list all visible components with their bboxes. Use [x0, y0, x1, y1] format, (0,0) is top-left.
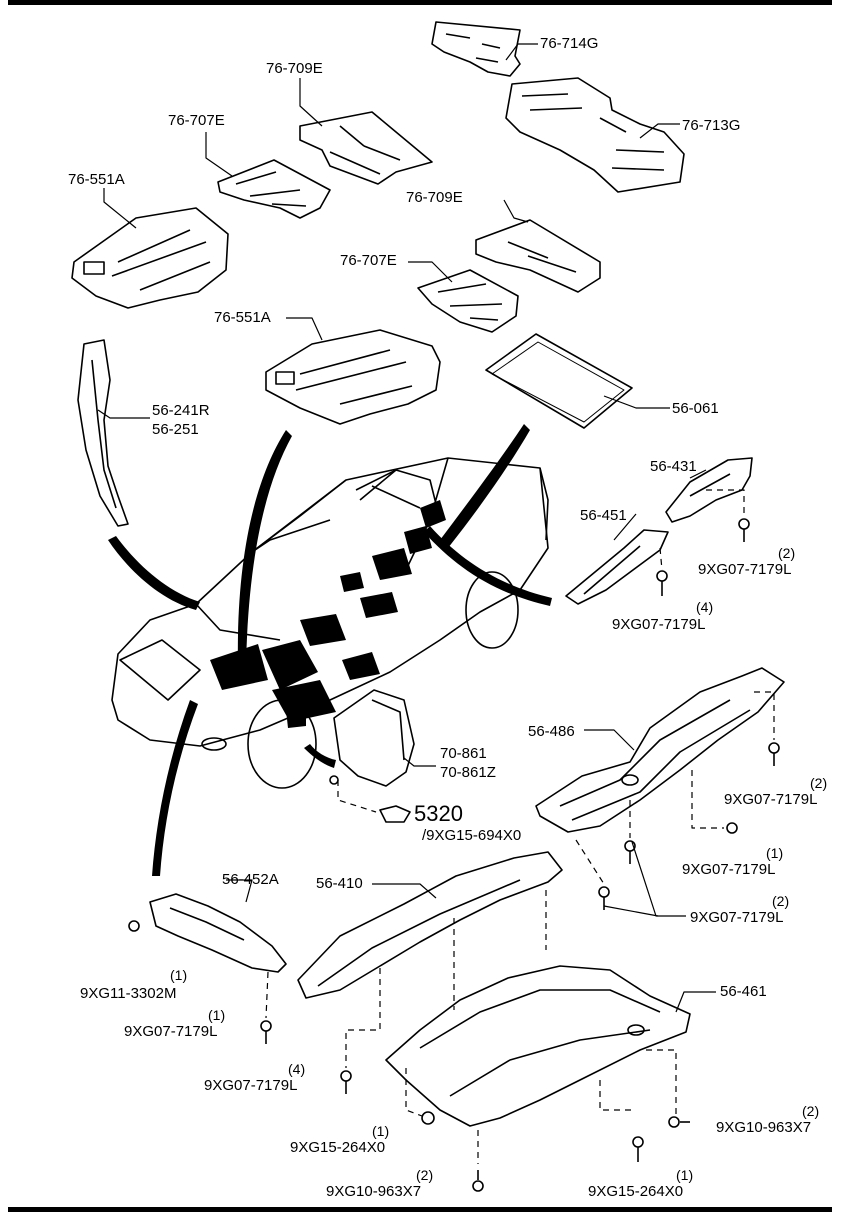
- label-56-461: 56-461: [720, 983, 767, 1000]
- label-9xg15-694x0: /9XG15-694X0: [422, 827, 522, 844]
- qty-6: (1): [170, 967, 188, 983]
- bracket-56-431: [665, 457, 753, 523]
- bracket-56-451: [565, 529, 669, 605]
- heat-shield-56-452a: [149, 893, 287, 973]
- qty-3: (2): [810, 775, 828, 791]
- label-5320: 5320: [414, 801, 463, 826]
- label-56-061: 56-061: [672, 400, 719, 417]
- label-56-452a: 56-452A: [222, 871, 279, 888]
- insulator-76-709e-lower: [475, 219, 601, 293]
- mat-56-061: [485, 333, 633, 429]
- qty-1: (2): [778, 545, 796, 561]
- label-76-714g: 76-714G: [540, 35, 599, 52]
- fastener-label-11: 9XG10-963X7: [716, 1119, 812, 1136]
- label-56-451: 56-451: [580, 507, 627, 524]
- fastener-label-8: 9XG07-7179L: [204, 1077, 298, 1094]
- fastener-label-4: 9XG07-7179L: [682, 861, 776, 878]
- under-cover-56-461: [385, 965, 691, 1127]
- leader-sweeps: [108, 424, 552, 876]
- insulator-76-714g: [431, 21, 521, 77]
- under-cover-56-486: [535, 667, 785, 833]
- insulator-76-707e-lower: [417, 269, 519, 333]
- insulator-76-551a-lower: [265, 329, 441, 425]
- fastener-label-10: 9XG10-963X7: [326, 1183, 422, 1200]
- floor-insulation-pads: [210, 500, 446, 728]
- label-76-551a-lower: 76-551A: [214, 309, 271, 326]
- fastener-label-3: 9XG07-7179L: [724, 791, 818, 808]
- fastener-label-5: 9XG07-7179L: [690, 909, 784, 926]
- qty-12: (1): [676, 1167, 694, 1183]
- fastener-label-6: 9XG11-3302M: [80, 985, 177, 1002]
- label-56-486: 56-486: [528, 723, 575, 740]
- qty-9: (1): [372, 1123, 390, 1139]
- label-76-551a-upper: 76-551A: [68, 171, 125, 188]
- label-56-431: 56-431: [650, 458, 697, 475]
- label-56-241r: 56-241R: [152, 402, 210, 419]
- fastener-label-12: 9XG15-264X0: [588, 1183, 684, 1200]
- insulator-76-551a-upper: [71, 207, 229, 309]
- under-cover-56-410: [297, 851, 563, 999]
- bottom-border-line: [8, 1207, 832, 1212]
- fastener-label-7: 9XG07-7179L: [124, 1023, 218, 1040]
- fastener-label-1: 9XG07-7179L: [698, 561, 792, 578]
- dashed-guide-lines: [265, 489, 775, 1164]
- qty-7: (1): [208, 1007, 226, 1023]
- fastener-label-9: 9XG15-264X0: [290, 1139, 386, 1156]
- insulator-76-709e-upper: [299, 111, 433, 185]
- qty-8: (4): [288, 1061, 306, 1077]
- insulator-76-707e-upper: [217, 159, 331, 219]
- label-76-709e-lower: 76-709E: [406, 189, 463, 206]
- qty-2: (4): [696, 599, 714, 615]
- label-70-861: 70-861: [440, 745, 487, 762]
- qty-5: (2): [772, 893, 790, 909]
- leader-lines: [97, 43, 716, 1013]
- label-76-707e-lower: 76-707E: [340, 252, 397, 269]
- fastener-label-2: 9XG07-7179L: [612, 616, 706, 633]
- trim-56-241r: [77, 339, 129, 527]
- label-56-410: 56-410: [316, 875, 363, 892]
- qty-4: (1): [766, 845, 784, 861]
- mud-flap-70-861: [333, 689, 415, 787]
- qty-10: (2): [416, 1167, 434, 1183]
- insulator-76-713g: [505, 77, 685, 193]
- label-56-251: 56-251: [152, 421, 199, 438]
- label-76-709e-upper: 76-709E: [266, 60, 323, 77]
- qty-11: (2): [802, 1103, 820, 1119]
- label-76-713g: 76-713G: [682, 117, 741, 134]
- label-70-861z: 70-861Z: [440, 764, 496, 781]
- label-76-707e-upper: 76-707E: [168, 112, 225, 129]
- top-border-line: [8, 0, 832, 5]
